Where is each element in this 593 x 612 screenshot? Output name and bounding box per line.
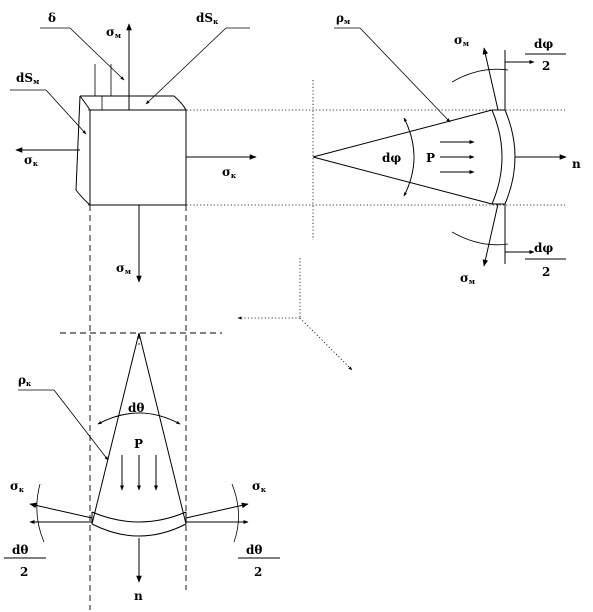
svg-text:ρм: ρм bbox=[336, 11, 350, 26]
coordinate-axes bbox=[237, 258, 353, 371]
svg-text:σк: σк bbox=[24, 153, 38, 168]
svg-text:dφ: dφ bbox=[534, 37, 553, 51]
svg-text:σм: σм bbox=[116, 261, 131, 276]
svg-text:dθ: dθ bbox=[128, 401, 144, 415]
svg-text:σк: σк bbox=[222, 165, 236, 180]
svg-text:n: n bbox=[572, 157, 581, 171]
labels-left: δ σм dSк dSм σк σк σм bbox=[16, 11, 236, 276]
svg-text:2: 2 bbox=[542, 59, 550, 73]
dSm-leader bbox=[45, 89, 87, 135]
labels-right: ρм σм dφ 2 dφ P n σм dφ 2 bbox=[336, 11, 581, 286]
svg-text:P: P bbox=[134, 437, 143, 451]
svg-text:dφ: dφ bbox=[382, 151, 401, 165]
circumferential-sector bbox=[4, 332, 280, 583]
svg-text:σк: σк bbox=[10, 479, 24, 494]
svg-text:σм: σм bbox=[460, 271, 475, 286]
svg-text:σм: σм bbox=[454, 33, 469, 48]
leader-lines-left bbox=[10, 27, 250, 135]
svg-text:n: n bbox=[134, 589, 143, 603]
dSk-leader bbox=[145, 27, 227, 105]
svg-text:dθ: dθ bbox=[12, 543, 28, 557]
svg-text:ρк: ρк bbox=[18, 373, 31, 388]
element-face bbox=[89, 109, 187, 206]
svg-text:2: 2 bbox=[254, 565, 262, 579]
svg-text:dSк: dSк bbox=[196, 11, 218, 26]
shell-element bbox=[75, 95, 187, 206]
svg-text:dφ: dφ bbox=[534, 241, 553, 255]
guide-lines bbox=[60, 80, 565, 610]
delta-leader bbox=[69, 27, 125, 81]
labels-bottom: ρк dθ P σк σк dθ 2 dθ 2 n bbox=[10, 373, 266, 603]
svg-text:2: 2 bbox=[20, 565, 28, 579]
delta-label: δ bbox=[48, 11, 56, 25]
meridional-sector bbox=[312, 27, 567, 267]
svg-text:σм: σм bbox=[106, 25, 121, 40]
svg-text:2: 2 bbox=[542, 265, 550, 279]
element-stress-arrows bbox=[15, 23, 257, 283]
svg-text:dθ: dθ bbox=[246, 543, 262, 557]
svg-text:P: P bbox=[426, 151, 435, 165]
svg-text:σк: σк bbox=[252, 479, 266, 494]
svg-text:dSм: dSм bbox=[16, 71, 39, 86]
